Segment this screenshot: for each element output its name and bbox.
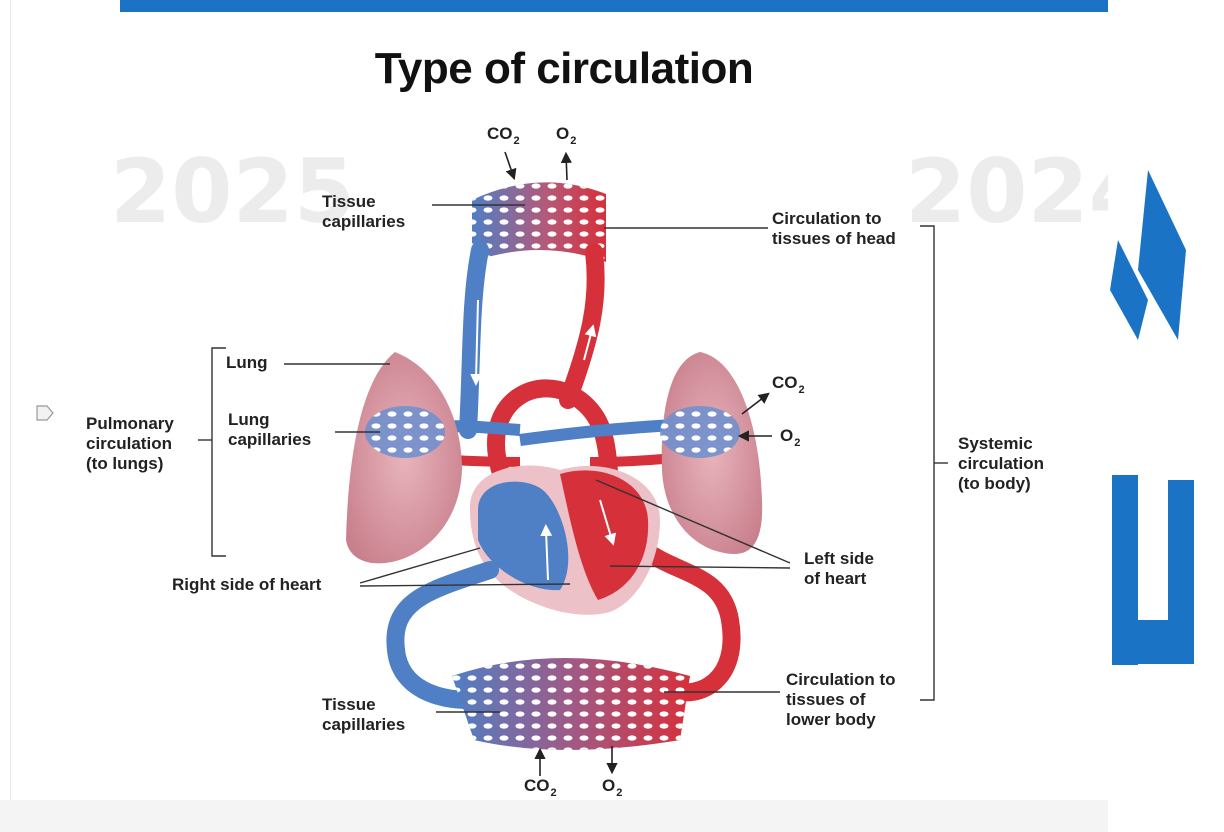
heart xyxy=(470,466,660,615)
leader-lines xyxy=(198,205,948,712)
left-lung xyxy=(346,352,462,563)
artery-to-head xyxy=(568,252,596,400)
systemic-circulation-label: Systemic circulation (to body) xyxy=(958,434,1044,494)
pulmonary-circulation-label: Pulmonary circulation (to lungs) xyxy=(86,414,174,474)
tissue-capillaries-bottom-label: Tissue capillaries xyxy=(322,695,405,735)
lung-capillaries-label: Lung capillaries xyxy=(228,410,311,450)
right-lung xyxy=(660,352,762,554)
circulation-diagram xyxy=(0,0,1108,800)
bottom-bar xyxy=(0,800,1108,832)
brand-logo xyxy=(1108,0,1224,832)
left-side-heart-label: Left side of heart xyxy=(804,549,874,589)
circulation-lower-body-label: Circulation to tissues of lower body xyxy=(786,670,896,730)
lung-label: Lung xyxy=(226,353,268,373)
slide-bullet-icon xyxy=(36,405,54,421)
brand-logo-panel xyxy=(1108,0,1224,832)
tissue-capillaries-lower xyxy=(452,658,690,750)
vein-from-head xyxy=(468,250,480,430)
right-side-heart-label: Right side of heart xyxy=(172,575,321,595)
circulation-head-label: Circulation to tissues of head xyxy=(772,209,896,249)
tissue-capillaries-top-label: Tissue capillaries xyxy=(322,192,405,232)
